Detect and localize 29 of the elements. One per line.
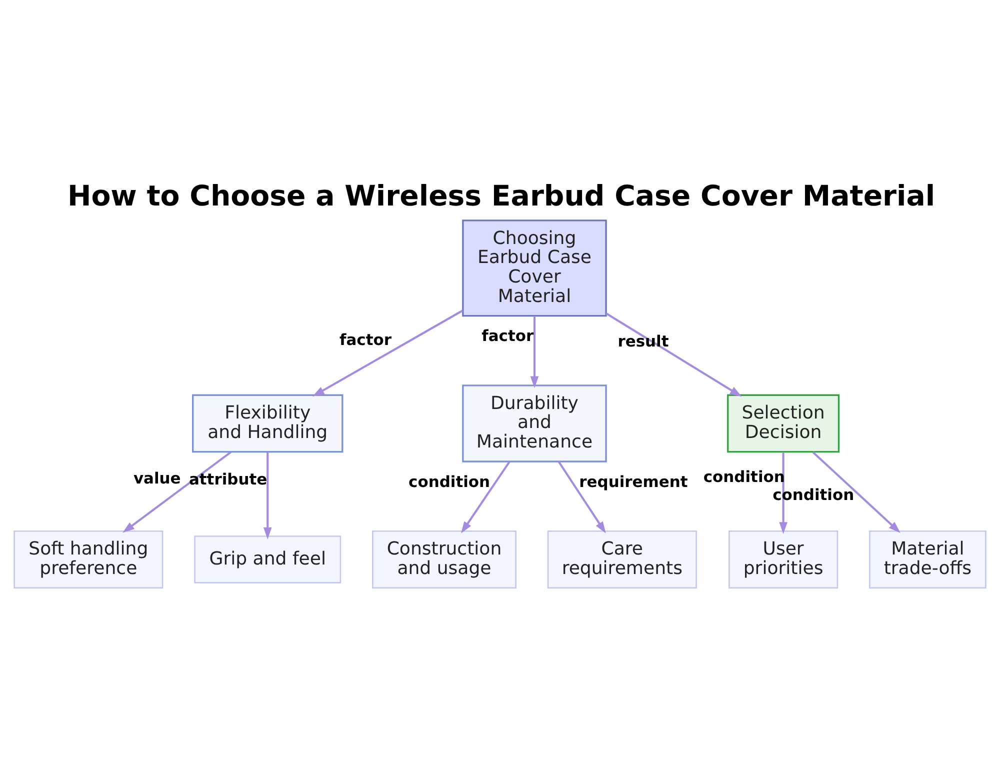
arrow	[606, 312, 742, 397]
edge-label: requirement	[579, 473, 688, 492]
node-box: Durability and Maintenance	[462, 384, 607, 462]
arrow	[530, 316, 539, 388]
edge-label: factor	[482, 326, 534, 345]
node-box: Choosing Earbud Case Cover Material	[462, 220, 607, 317]
node-box: Construction and usage	[372, 530, 516, 588]
edge-label: condition	[408, 473, 490, 492]
arrow	[779, 452, 788, 534]
node-box: Care requirements	[547, 530, 697, 588]
diagram-title: How to Choose a Wireless Earbud Case Cover Material	[67, 180, 936, 213]
node-box: User priorities	[728, 530, 838, 588]
arrow	[312, 310, 464, 396]
node-box: Material trade-offs	[869, 530, 986, 588]
arrow	[461, 461, 510, 534]
node-box: Flexibility and Handling	[192, 394, 344, 453]
arrow	[263, 452, 272, 540]
arrow	[122, 451, 232, 533]
edge-label: condition	[772, 486, 854, 504]
arrow	[812, 451, 900, 534]
edge-label: result	[618, 332, 669, 350]
arrow	[558, 461, 606, 534]
node-box: Selection Decision	[727, 394, 840, 453]
edge-label: factor	[339, 331, 392, 350]
edge-label: condition	[703, 468, 785, 486]
edge-label: value	[133, 469, 181, 488]
edge-label: attribute	[188, 470, 268, 488]
node-box: Soft handling preference	[14, 530, 164, 588]
node-box: Grip and feel	[194, 536, 342, 584]
